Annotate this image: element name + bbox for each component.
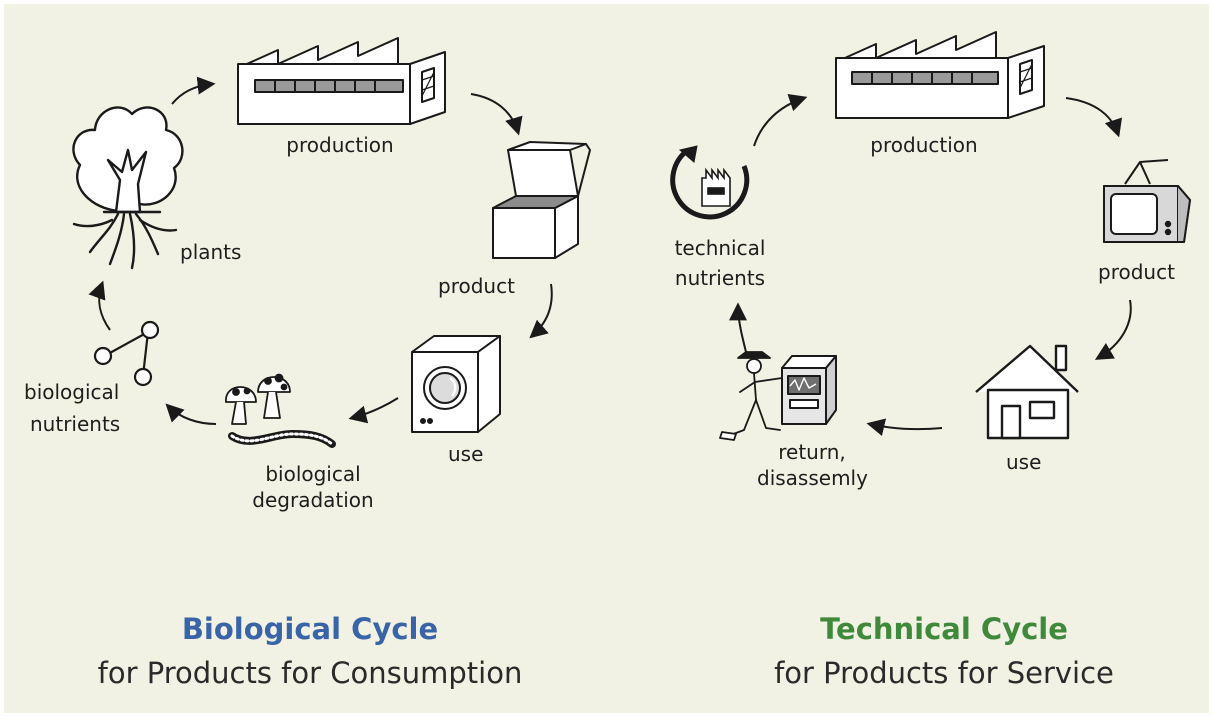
bio-degradation-label-1: biological <box>265 462 361 486</box>
bio-nutrients-label-1: biological <box>24 380 120 404</box>
worm-icon <box>228 429 336 448</box>
tech-product-label: product <box>1098 260 1175 284</box>
box-icon <box>492 141 591 259</box>
tech-use-label: use <box>1006 450 1042 474</box>
tech-nutrients-label-1: technical <box>674 236 766 260</box>
person-icon <box>719 351 783 441</box>
tech-nutrients-label-2: nutrients <box>674 266 766 290</box>
bio-product-label: product <box>438 274 515 298</box>
molecule-icon <box>93 320 160 387</box>
bio-plants-label: plants <box>180 240 242 264</box>
recycle-icon <box>670 145 750 220</box>
technical-cycle-arrows <box>729 94 1132 437</box>
tech-cycle-title: Technical Cycle <box>820 612 1068 646</box>
tree-icon <box>72 106 184 270</box>
biological-cycle-arrows <box>88 76 553 425</box>
tech-production-label: production <box>870 133 978 157</box>
bio-nutrients-label-2: nutrients <box>30 412 121 436</box>
washing-machine-icon <box>411 335 501 433</box>
tech-return-label-2: disassemly <box>757 466 868 490</box>
tech-return-label-1: return, <box>778 440 846 464</box>
factory-icon <box>835 31 1045 119</box>
house-icon <box>975 344 1079 440</box>
bio-use-label: use <box>448 442 484 466</box>
background-panel <box>4 4 1209 713</box>
tech-cycle-subtitle: for Products for Service <box>774 656 1114 690</box>
machine-icon <box>781 355 837 425</box>
bio-cycle-subtitle: for Products for Consumption <box>97 656 523 690</box>
bio-production-label: production <box>286 133 394 157</box>
bio-degradation-label-2: degradation <box>252 488 374 512</box>
tv-icon <box>1103 159 1191 243</box>
mushroom-icon <box>225 373 291 425</box>
factory-icon <box>237 37 446 125</box>
bio-cycle-title: Biological Cycle <box>181 612 439 646</box>
